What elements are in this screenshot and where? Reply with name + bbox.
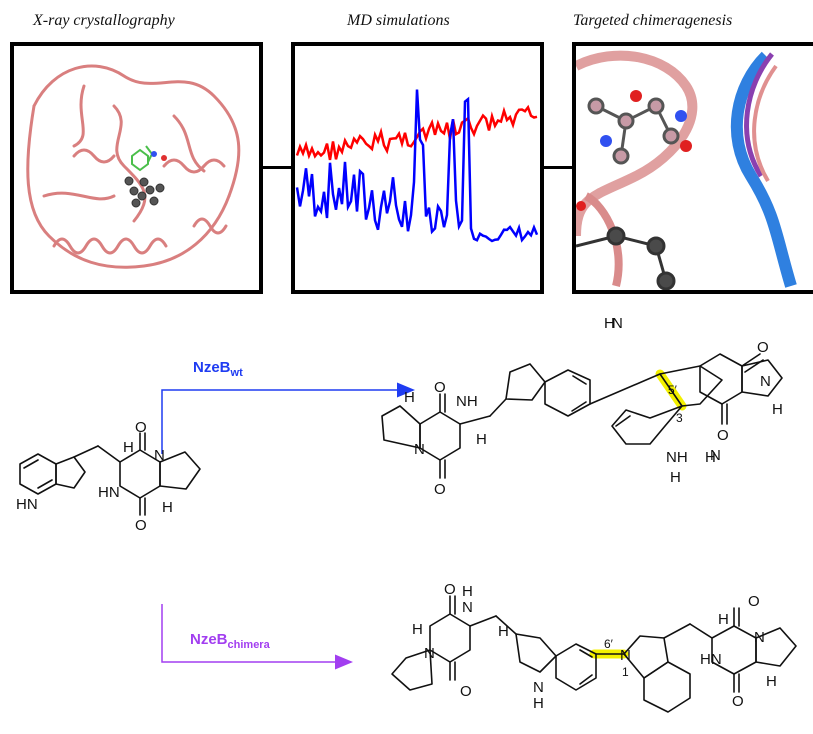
- substrate-N: N: [154, 447, 165, 464]
- ch-N-2: N: [754, 629, 765, 646]
- wt-N-3: N: [710, 447, 721, 464]
- wt-H-3: H: [670, 469, 681, 486]
- ch-O-4: O: [732, 693, 744, 710]
- wt-NH: NH: [456, 393, 478, 410]
- wt-product-structure: [381, 353, 783, 479]
- wt-N-2: N: [760, 373, 771, 390]
- wt-H-2: H: [476, 431, 487, 448]
- ch-H-2: H: [498, 623, 509, 640]
- wt-N-1: N: [414, 441, 425, 458]
- xray-panel: [10, 42, 263, 294]
- ch-O-1: O: [444, 581, 456, 598]
- ch-N-top: N: [462, 599, 473, 616]
- connector-line-2: [544, 166, 572, 169]
- enzyme-chimera-label: NzeBchimera: [190, 631, 271, 651]
- wt-H-5: H: [772, 401, 783, 418]
- wt-O-2: O: [434, 481, 446, 498]
- protein-structure-illustration: [26, 64, 241, 269]
- wt-O-4: O: [717, 427, 729, 444]
- ch-bond-label-6p: 6′: [604, 637, 614, 651]
- ch-H-3: H: [718, 611, 729, 628]
- md-blue-trace: [295, 89, 539, 243]
- chimera-arrow: [161, 604, 353, 670]
- enzyme-wt-label: NzeBwt: [193, 359, 243, 379]
- substrate-O-bottom: O: [135, 517, 147, 534]
- header-xray-crystallography: X-ray crystallography: [33, 12, 175, 29]
- chimera-panel: [572, 42, 813, 294]
- ch-H-indole: H: [533, 695, 544, 712]
- wt-H-4: H: [705, 449, 716, 466]
- md-red-trace: [295, 104, 538, 161]
- ch-HN: HN: [700, 651, 722, 668]
- substrate-H-top: H: [123, 439, 134, 456]
- header-targeted-chimeragenesis: Targeted chimeragenesis: [573, 12, 733, 29]
- ch-H-top: H: [462, 583, 473, 600]
- chimera-product-structure: [391, 595, 797, 713]
- ch-N-1: N: [424, 645, 435, 662]
- chimera-closeup-illustration: [576, 50, 797, 290]
- wt-H-1: H: [404, 389, 415, 406]
- md-panel: [291, 42, 544, 294]
- reaction-scheme: NzeBwt NzeBchimera: [16, 315, 797, 713]
- wt-O-1: O: [434, 379, 446, 396]
- wt-NH-indoline: NH: [666, 449, 688, 466]
- md-trajectory-plot: [295, 89, 539, 243]
- ch-H-1: H: [412, 621, 423, 638]
- ch-bond-label-1: 1: [622, 665, 629, 679]
- wt-bond-label-3: 3: [676, 411, 683, 425]
- ch-N-link: N: [620, 647, 631, 664]
- wt-O-3: O: [757, 339, 769, 356]
- header-md-simulations: MD simulations: [347, 12, 450, 29]
- substrate-HN-dkp: HN: [98, 484, 120, 501]
- connector-line-1: [263, 166, 291, 169]
- wt-HN-indole: H: [604, 315, 615, 332]
- substrate-structure: [19, 432, 201, 516]
- wt-N-indole: N: [612, 315, 623, 332]
- wt-arrow: [161, 382, 415, 454]
- substrate-H-bottom: H: [162, 499, 173, 516]
- wt-bond-label-5p: 5′: [668, 383, 678, 397]
- ch-H-4: H: [766, 673, 777, 690]
- ch-N-indole: N: [533, 679, 544, 696]
- ch-O-3: O: [748, 593, 760, 610]
- ch-O-2: O: [460, 683, 472, 700]
- substrate-HN-indole: HN: [16, 496, 38, 513]
- substrate-O-top: O: [135, 419, 147, 436]
